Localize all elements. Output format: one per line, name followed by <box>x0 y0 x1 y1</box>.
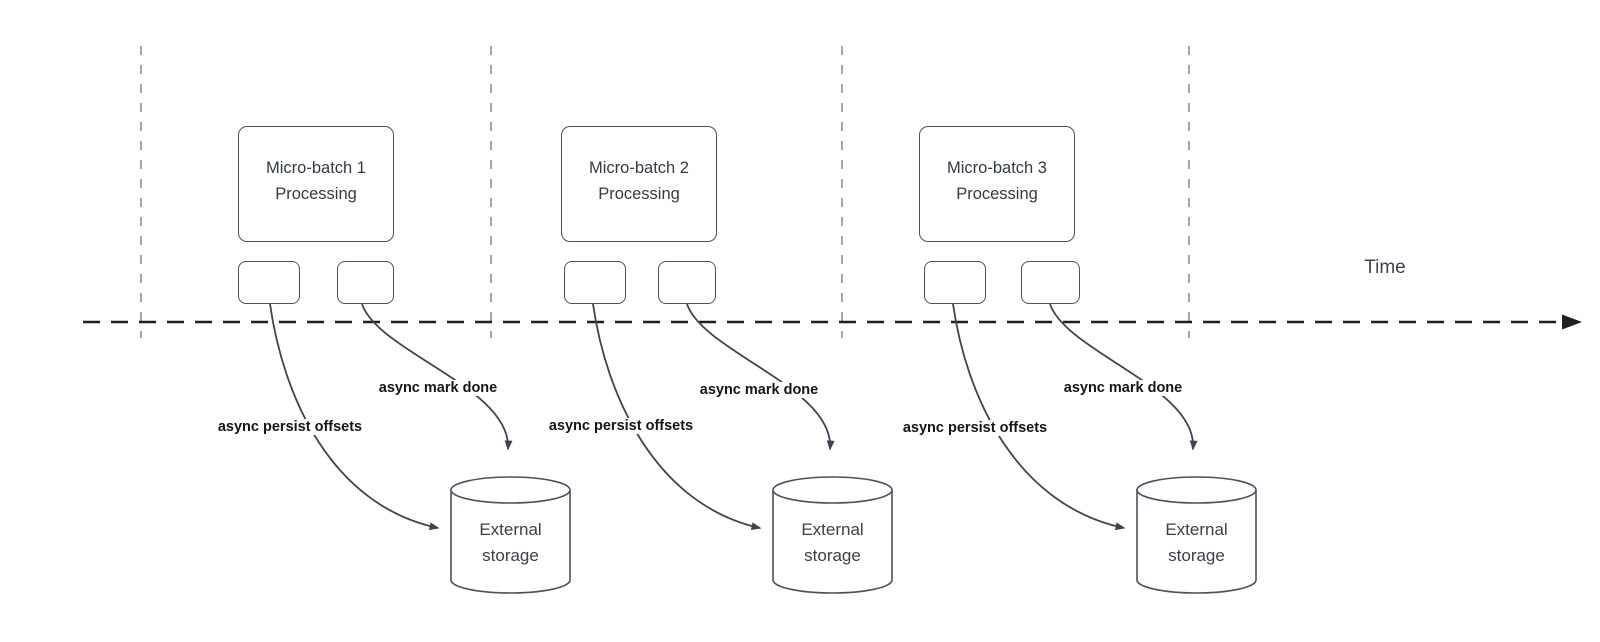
external-storage-cylinder <box>1136 476 1257 594</box>
external-storage-label-line2: storage <box>482 545 539 565</box>
microbatch-box-label-line2: Processing <box>275 185 357 203</box>
external-storage-label-line1: External <box>1165 520 1228 539</box>
persist-offsets-arrow <box>269 303 440 531</box>
microbatch-box-label-line1: Micro-batch 3 <box>947 159 1047 177</box>
external-storage-label-line2: storage <box>804 545 861 565</box>
persist-offsets-task-box <box>924 261 986 304</box>
mark-done-label: async mark done <box>696 382 822 398</box>
external-storage-cylinder <box>772 476 893 594</box>
persist-offsets-task-box <box>564 261 626 304</box>
microbatch-box: Micro-batch 3 Processing <box>919 126 1075 242</box>
mark-done-label: async mark done <box>375 380 501 396</box>
mark-done-arrow <box>361 303 513 451</box>
microbatch-box: Micro-batch 2 Processing <box>561 126 717 242</box>
microbatch-box-label-line1: Micro-batch 2 <box>589 159 689 177</box>
microbatch-box: Micro-batch 1 Processing <box>238 126 394 242</box>
external-storage-label-line2: storage <box>1168 545 1225 565</box>
mark-done-label: async mark done <box>1060 380 1186 396</box>
external-storage-label: External storage <box>773 517 892 568</box>
external-storage-cylinder <box>450 476 571 594</box>
external-storage-label: External storage <box>1137 517 1256 568</box>
persist-offsets-task-box <box>238 261 300 304</box>
external-storage-label: External storage <box>451 517 570 568</box>
time-axis-arrowhead <box>1562 314 1582 330</box>
external-storage-label-line1: External <box>801 520 864 539</box>
persist-offsets-arrow <box>592 303 762 531</box>
microbatch-box-label-line2: Processing <box>956 185 1038 203</box>
persist-offsets-arrow <box>952 303 1126 531</box>
microbatch-box-label-line2: Processing <box>598 185 680 203</box>
external-storage-label-line1: External <box>479 520 542 539</box>
mark-done-arrow <box>1049 303 1198 451</box>
mark-done-arrow <box>686 303 835 451</box>
mark-done-task-box <box>337 261 394 304</box>
mark-done-task-box <box>1021 261 1080 304</box>
persist-offsets-label: async persist offsets <box>545 418 697 434</box>
persist-offsets-label: async persist offsets <box>899 420 1051 436</box>
microbatch-box-label-line1: Micro-batch 1 <box>266 159 366 177</box>
mark-done-task-box <box>658 261 716 304</box>
persist-offsets-label: async persist offsets <box>214 419 366 435</box>
time-label: Time <box>1364 257 1406 278</box>
